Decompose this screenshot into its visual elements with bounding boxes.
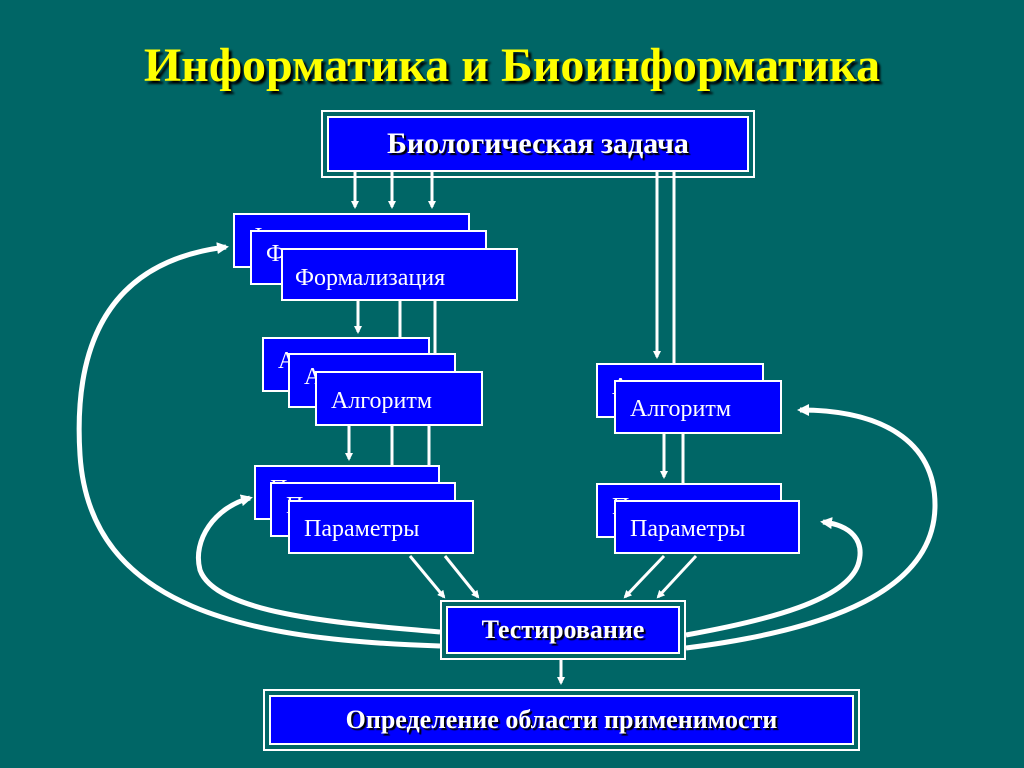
arrow-parameters-testing-right-1: [623, 554, 666, 599]
applicability-box: Определение области применимости: [269, 695, 854, 745]
arrow-parameters-testing-right-2: [656, 554, 698, 599]
bio-task-frame: Биологическая задача: [321, 110, 755, 178]
testing-box: Тестирование: [446, 606, 680, 654]
formalization-box-front: Формализация: [281, 248, 518, 301]
applicability-frame: Определение области применимости: [263, 689, 860, 751]
testing-frame: Тестирование: [440, 600, 686, 660]
algorithm-box-front: Алгоритм: [315, 371, 483, 426]
parameters-box-front: Параметры: [288, 500, 474, 554]
parameters-right-box-front: Параметры: [614, 500, 800, 554]
feedback-curve-formalization: [76, 242, 441, 649]
slide-title: Информатика и Биоинформатика: [143, 39, 881, 92]
arrow-parameters-testing-2: [443, 555, 480, 599]
feedback-curve-parameters-left: [196, 494, 441, 635]
arrow-parameters-testing-1: [408, 555, 446, 599]
bio-task-box: Биологическая задача: [327, 116, 749, 172]
feedback-curve-algorithm-right: [685, 404, 938, 651]
algorithm-right-box-front: Алгоритм: [614, 380, 782, 434]
feedback-curve-parameters-right: [685, 517, 863, 638]
